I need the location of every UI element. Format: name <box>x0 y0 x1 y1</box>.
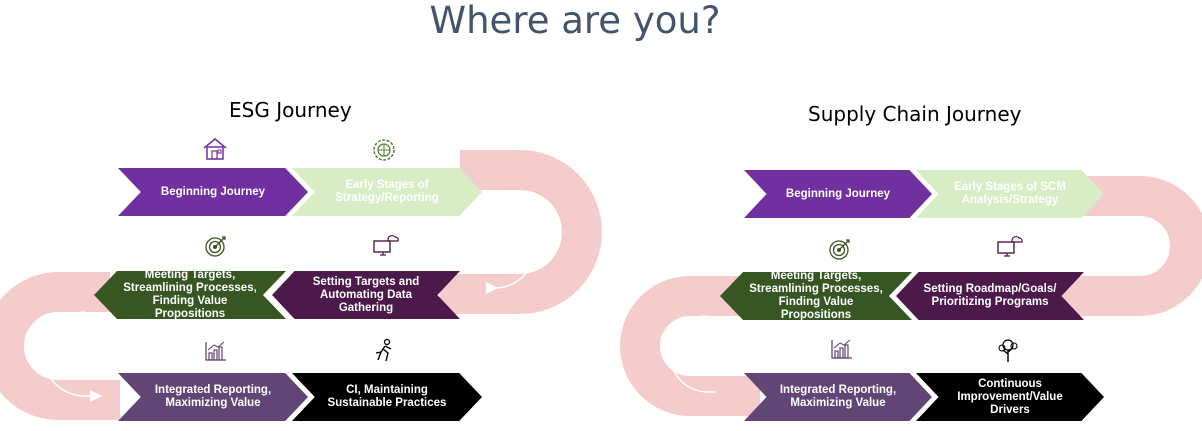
esg-left-loop <box>0 272 120 420</box>
scm-step-integrated-reporting: Integrated Reporting, Maximizing Value <box>744 373 932 421</box>
target-icon <box>829 239 850 260</box>
step-label: Meeting Targets, Streamlining Processes,… <box>749 270 883 321</box>
step-label: Setting Roadmap/Goals/ Prioritizing Prog… <box>923 283 1057 308</box>
step-label: Setting Targets and Automating Data Gath… <box>312 275 420 314</box>
scm-left-loop <box>620 276 760 416</box>
growth-chart-icon <box>205 341 226 361</box>
step-label: CI, Maintaining Sustainable Practices <box>327 384 447 409</box>
step-label: Early Stages of SCM Analysis/Strategy <box>954 181 1066 206</box>
esg-step-early-stages: Early Stages of Strategy/Reporting <box>292 168 482 216</box>
scm-step-beginning: Beginning Journey <box>744 170 932 218</box>
page-title: Where are you? <box>429 0 721 42</box>
monitor-cloud-icon <box>997 236 1023 257</box>
step-label: Continuous Improvement/Value Drivers <box>957 377 1063 416</box>
runner-icon <box>375 338 392 362</box>
esg-right-loop <box>440 150 602 314</box>
esg-step-ci: CI, Maintaining Sustainable Practices <box>292 373 482 421</box>
step-label: Integrated Reporting, Maximizing Value <box>154 384 272 409</box>
growth-chart-icon <box>831 339 852 359</box>
esg-left-loop-line <box>42 311 92 397</box>
gear-globe-icon <box>373 139 395 161</box>
tree-icon <box>998 339 1018 362</box>
esg-step-beginning: Beginning Journey <box>118 168 308 216</box>
scm-left-loop-line <box>669 315 716 393</box>
house-icon <box>203 138 227 160</box>
step-label: Beginning Journey <box>160 185 266 198</box>
target-icon <box>205 236 226 257</box>
step-label: Beginning Journey <box>785 187 891 200</box>
esg-journey-title: ESG Journey <box>229 98 352 122</box>
esg-step-meeting-targets: Meeting Targets, Streamlining Processes,… <box>94 271 286 319</box>
esg-step-integrated-reporting: Integrated Reporting, Maximizing Value <box>118 373 308 421</box>
scm-step-early-stages: Early Stages of SCM Analysis/Strategy <box>916 170 1104 218</box>
esg-right-loop-arrowhead <box>486 282 498 294</box>
esg-left-loop-arrowhead <box>90 390 102 402</box>
scm-step-meeting-targets: Meeting Targets, Streamlining Processes,… <box>720 272 912 320</box>
scm-step-setting-roadmap: Setting Roadmap/Goals/ Prioritizing Prog… <box>896 272 1084 320</box>
scm-step-continuous-improvement: Continuous Improvement/Value Drivers <box>916 373 1104 421</box>
esg-right-loop-line <box>488 207 536 289</box>
monitor-cloud-icon <box>373 235 399 256</box>
scm-journey-title: Supply Chain Journey <box>808 102 1022 126</box>
step-label: Integrated Reporting, Maximizing Value <box>779 384 897 409</box>
step-label: Early Stages of Strategy/Reporting <box>335 179 439 204</box>
scm-right-loop <box>1060 176 1202 316</box>
esg-step-setting-targets: Setting Targets and Automating Data Gath… <box>272 271 460 319</box>
step-label: Meeting Targets, Streamlining Processes,… <box>123 269 257 320</box>
